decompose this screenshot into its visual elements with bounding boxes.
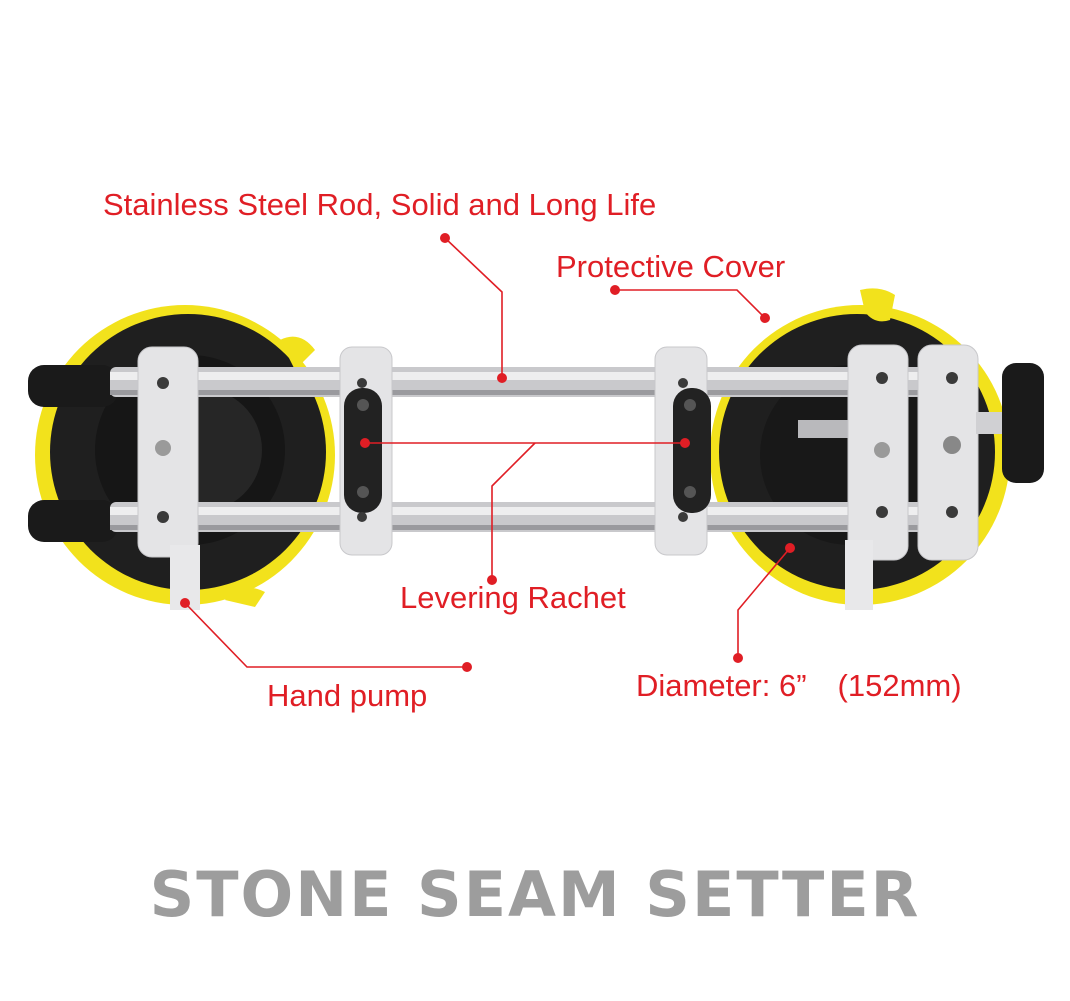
steel-rods (110, 367, 930, 532)
left-lower-handle (28, 500, 118, 542)
callout-levering-rachet: Levering Rachet (400, 580, 626, 615)
callout-hand-pump: Hand pump (267, 678, 428, 713)
tightening-knob (1002, 363, 1044, 483)
callout-stainless-steel-rod: Stainless Steel Rod, Solid and Long Life (103, 187, 657, 222)
callout-protective-cover: Protective Cover (556, 249, 786, 284)
right-rachet-block (654, 346, 711, 556)
product-title: STONE SEAM SETTER (149, 858, 921, 931)
callout-dots (180, 233, 795, 672)
right-clamp-blocks (798, 344, 1044, 610)
left-upper-handle (28, 365, 118, 407)
left-rachet-block (339, 346, 393, 556)
callout-diameter: Diameter: 6” (152mm) (636, 668, 962, 703)
callout-lines (184, 237, 791, 668)
left-clamp-block (137, 346, 200, 610)
